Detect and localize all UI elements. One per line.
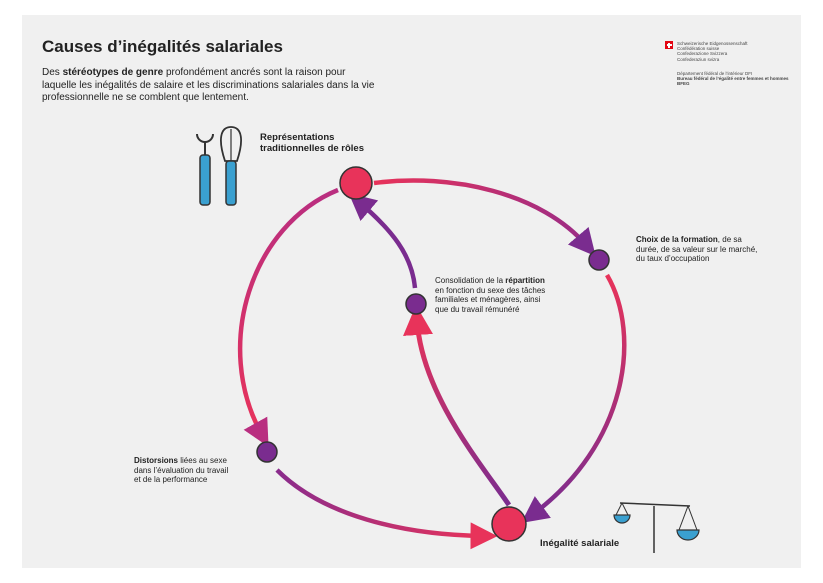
- whisk-icon: [220, 126, 242, 206]
- cycle-diagram: [196, 126, 700, 553]
- arrow-formation-to-inegalite: [521, 273, 627, 524]
- node-roles: [339, 166, 373, 200]
- node-formation: [588, 249, 610, 271]
- node-distorsions: [256, 441, 278, 463]
- node-inegalite: [491, 506, 527, 542]
- page-title: Causes d’inégalités salariales: [42, 37, 283, 56]
- label-roles: Représentations traditionnelles de rôles: [260, 132, 364, 154]
- confederation-names: Schweizerische Eidgenossenschaft Confédé…: [677, 41, 748, 62]
- label-distorsions: Distorsions liées au sexe dans l’évaluat…: [134, 456, 229, 485]
- department-names: Département fédéral de l’intérieur DFI B…: [677, 71, 789, 87]
- wrench-icon: [196, 133, 214, 206]
- arrow-distorsions-to-inegalite: [275, 468, 498, 550]
- arrow-repartition-to-roles: [348, 193, 418, 289]
- balance-scale-icon: [613, 502, 700, 553]
- label-formation: Choix de la formation, de sa durée, de s…: [636, 235, 758, 264]
- arrow-roles-to-distorsions: [237, 187, 339, 447]
- swiss-flag-icon: [665, 41, 673, 49]
- label-inegalite: Inégalité salariale: [540, 538, 620, 549]
- node-repartition: [405, 293, 427, 315]
- arrow-roles-to-formation: [373, 178, 596, 257]
- poster: Causes d’inégalités salariales Des stéré…: [22, 15, 801, 568]
- label-repartition: Consolidation de la répartition en fonct…: [435, 276, 546, 314]
- intro-text: Des stéréotypes de genre profondément an…: [42, 67, 375, 103]
- arrow-inegalite-to-repartition: [403, 305, 512, 507]
